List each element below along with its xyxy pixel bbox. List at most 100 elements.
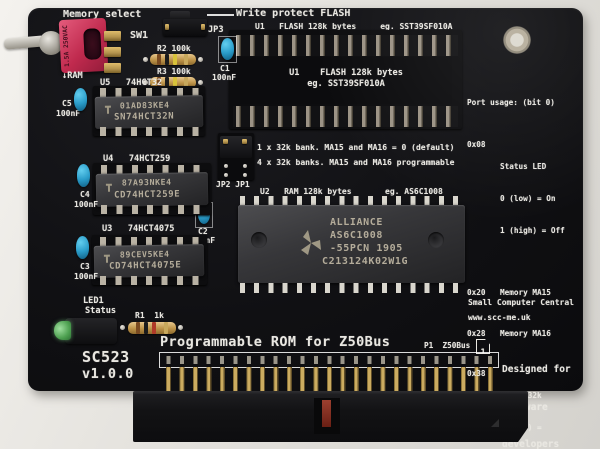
switch-pin — [104, 47, 121, 57]
ram-position-label: ↓RAM — [62, 71, 83, 81]
r2-lead — [143, 57, 148, 62]
jp3-pin — [165, 24, 169, 30]
sw1-label: SW1 — [130, 30, 149, 41]
u5-pins-bottom — [96, 127, 202, 136]
led1-ref-label: LED1 — [83, 296, 104, 306]
u2-chip-lot: C213124K02W1G — [322, 256, 409, 267]
jp3-header — [163, 19, 207, 36]
c4-value-label: 100nF — [74, 200, 99, 209]
jp1-jp2-header — [218, 133, 254, 180]
r1-lead — [120, 325, 125, 330]
jumper-pin — [224, 173, 228, 177]
u4-silk-label: U4 74HCT259 — [103, 154, 171, 164]
port-desc: 0 (low) = On — [500, 193, 556, 203]
p1-label: P1 Z50Bus — [424, 341, 471, 350]
port-code: 0x08 — [467, 139, 486, 149]
u1-socket-contacts-bottom — [233, 106, 458, 127]
p1-header-pins — [162, 367, 496, 392]
u1-inner-label-1: U1 FLASH 128k bytes — [289, 68, 403, 78]
port-desc: Memory MA15 — [500, 288, 551, 298]
u1-socket-opening: U1 FLASH 128k bytes eg. SST39SF010A — [240, 57, 452, 104]
u2-chip-dimple — [251, 232, 267, 248]
u2-silk-right: eg. AS6C1008 — [385, 187, 443, 196]
p1-solder-joints — [162, 356, 496, 364]
c3-capacitor — [76, 236, 89, 259]
jumper-pin — [243, 164, 247, 168]
c1-ref-label: C1 — [220, 64, 230, 73]
r2-resistor — [150, 54, 196, 65]
port-desc: Status LED — [500, 161, 547, 171]
bank-option-1: 1 x 32k bank. MA15 and MA16 = 0 (default… — [257, 143, 455, 152]
ti-logo-icon — [105, 183, 112, 192]
port-usage-title: Port usage: (bit 0) — [467, 97, 555, 107]
jumper-pin — [223, 139, 228, 144]
r2-lead — [198, 57, 203, 62]
port-code: 0x28 — [467, 328, 486, 338]
jp2-jp1-label: JP2 JP1 — [216, 180, 250, 189]
c1-value-label: 100nF — [212, 73, 237, 82]
website-label: www.scc-me.uk — [468, 313, 531, 322]
c2-ref-label: C2 — [198, 227, 208, 236]
u5-chip-part: SN74HCT32N — [114, 111, 175, 123]
jumper-pin — [243, 173, 247, 177]
jp3-label: JP3 — [208, 25, 224, 35]
r3-resistor — [150, 77, 196, 88]
u3-pins-top — [96, 237, 203, 246]
port-code: 0x38 — [467, 369, 486, 379]
r3-label: R3 100k — [157, 67, 191, 76]
c5-ref-label: C5 — [62, 99, 72, 108]
alliance-logo-icon — [301, 230, 321, 255]
port-desc: 1 (high) = Off — [500, 226, 565, 236]
board-title-label: Programmable ROM for Z50Bus — [160, 334, 391, 350]
port-desc: Memory MA16 — [500, 328, 551, 338]
r3-lead — [198, 80, 203, 85]
jp3-shunt — [170, 11, 190, 22]
u3-pins-bottom — [96, 276, 203, 285]
u1-inner-label-2: eg. SST39SF010A — [307, 78, 385, 89]
u3-chip: 89CEV5KE4 CD74HCT4075E — [93, 244, 205, 278]
r1-label: R1 1k — [135, 311, 164, 320]
mounting-hole — [503, 26, 531, 54]
u2-chip-dimple — [428, 232, 444, 248]
c3-value-label: 100nF — [74, 272, 99, 281]
switch-slot — [83, 28, 102, 60]
u2-chip-part: AS6C1008 — [330, 230, 383, 241]
led1-status-label: Status — [85, 306, 117, 316]
u5-silk-label: U5 74HCT32 — [100, 78, 163, 88]
u2-socket-contacts-bottom — [237, 283, 465, 293]
c1-silk-box — [218, 36, 237, 63]
u3-chip-part: CD74HCT4075E — [109, 260, 182, 272]
c3-ref-label: C3 — [80, 262, 90, 271]
connector-triangle-mark — [491, 419, 499, 427]
memory-select-label: Memory select — [63, 9, 142, 20]
u2-silk-left: U2 RAM 128k bytes — [260, 187, 352, 196]
ti-logo-icon — [104, 105, 111, 114]
switch-pin — [104, 63, 121, 73]
u4-chip-part: CD74HCT259E — [114, 189, 181, 201]
r3-lead — [143, 80, 148, 85]
p1-pin1-number: 1 — [480, 348, 486, 358]
board-version-label: v1.0.0 — [82, 366, 134, 382]
tagline-line-1: Designed for — [502, 364, 571, 375]
u5-chip-lot: 01AD83KE4 — [119, 99, 170, 111]
port-usage-row: 0x20 Memory MA15 — [467, 288, 585, 299]
u4-chip-lot: 87A93NKE4 — [121, 176, 172, 188]
r1-lead — [178, 325, 183, 330]
bank-option-2: 4 x 32k banks. MA15 and MA16 programmabl… — [257, 158, 455, 167]
z50bus-edge-connector — [133, 391, 528, 442]
u4-pins-bottom — [97, 205, 207, 214]
port-code: 0x20 — [467, 288, 486, 298]
switch-pin — [104, 31, 121, 41]
ti-logo-icon — [103, 254, 110, 263]
switch-marking: 1.5A 250VAC — [61, 25, 72, 68]
u5-pins-top — [96, 88, 202, 97]
led1-green-led — [54, 321, 71, 340]
c4-capacitor — [77, 164, 90, 187]
u4-pins-top — [97, 165, 207, 174]
led1-holder — [65, 318, 117, 344]
connector-key-notch — [314, 398, 340, 434]
u3-silk-label: U3 74HCT4075 — [102, 224, 175, 234]
write-protect-line — [207, 14, 234, 16]
board-name-label: SC523 — [82, 348, 130, 366]
jumper-pin — [224, 164, 228, 168]
